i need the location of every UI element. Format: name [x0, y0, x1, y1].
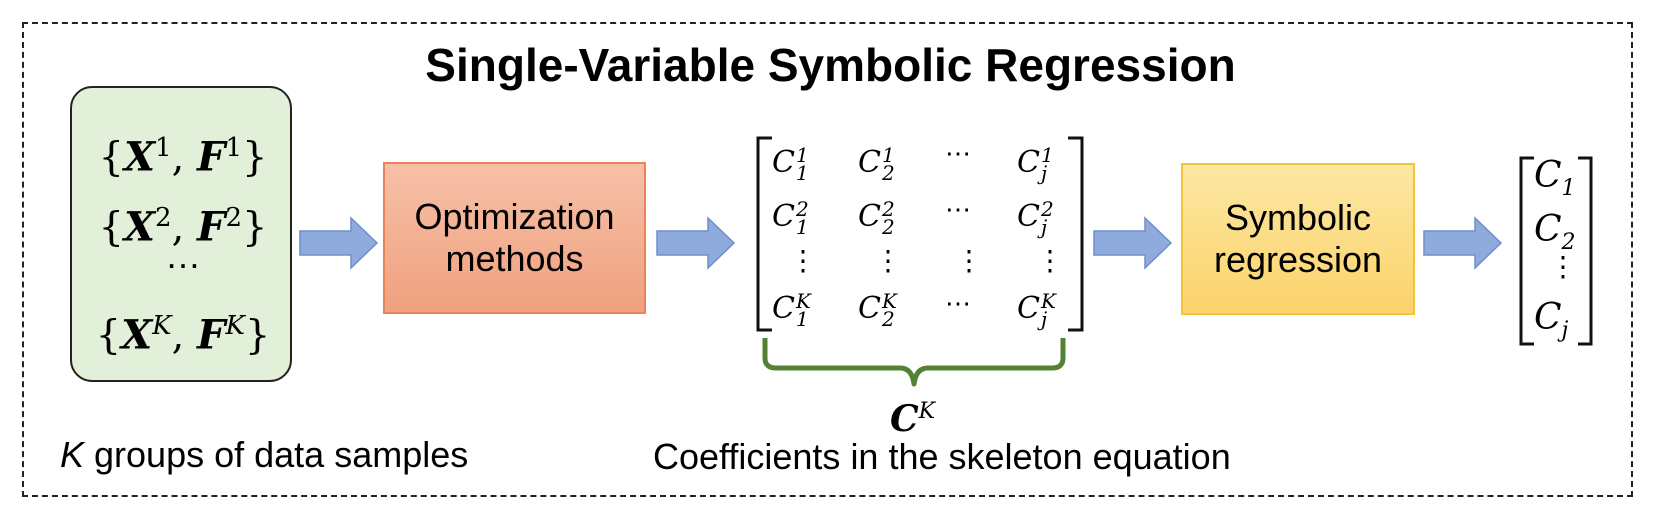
matrix-right-bracket [1068, 136, 1084, 332]
data-group-1: {X1, F1} [98, 133, 268, 181]
matrix-vdots: ⋮ [789, 245, 817, 276]
data-samples-caption: K groups of data samples [60, 434, 469, 475]
arrow-right-icon [1093, 216, 1173, 270]
vector-element: C1 [1534, 155, 1576, 202]
matrix-vdots: ⋮ [874, 245, 902, 276]
data-samples-box: {X1, F1} {X2, F2} … {XK, FK} [70, 86, 292, 382]
vector-left-bracket [1519, 156, 1534, 346]
matrix-hdots: ⋯ [945, 138, 971, 168]
diagram-title: Single-Variable Symbolic Regression [425, 39, 1236, 91]
brace-icon [762, 338, 1066, 387]
arrow-right-icon [656, 216, 736, 270]
matrix-vdots: ⋮ [955, 245, 983, 276]
vector-vdots: ⋮ [1549, 251, 1577, 282]
data-group-ellipsis: … [165, 235, 201, 276]
matrix-left-bracket [756, 136, 772, 332]
matrix-vdots: ⋮ [1036, 245, 1064, 276]
data-group-2: {X2, F2} [98, 203, 268, 251]
coefficients-caption: Coefficients in the skeleton equation [653, 436, 1231, 477]
diagram-frame [22, 22, 1633, 497]
vector-element: Cj [1534, 297, 1569, 344]
matrix-hdots: ⋯ [945, 194, 971, 224]
coefficient-matrix-label: CK [890, 398, 936, 440]
matrix-hdots: ⋯ [945, 288, 971, 318]
data-group-k: {XK, FK} [95, 311, 271, 359]
arrow-right-icon [1423, 216, 1503, 270]
vector-right-bracket [1578, 156, 1593, 346]
vector-element: C2 [1534, 209, 1576, 256]
arrow-right-icon [299, 216, 379, 270]
